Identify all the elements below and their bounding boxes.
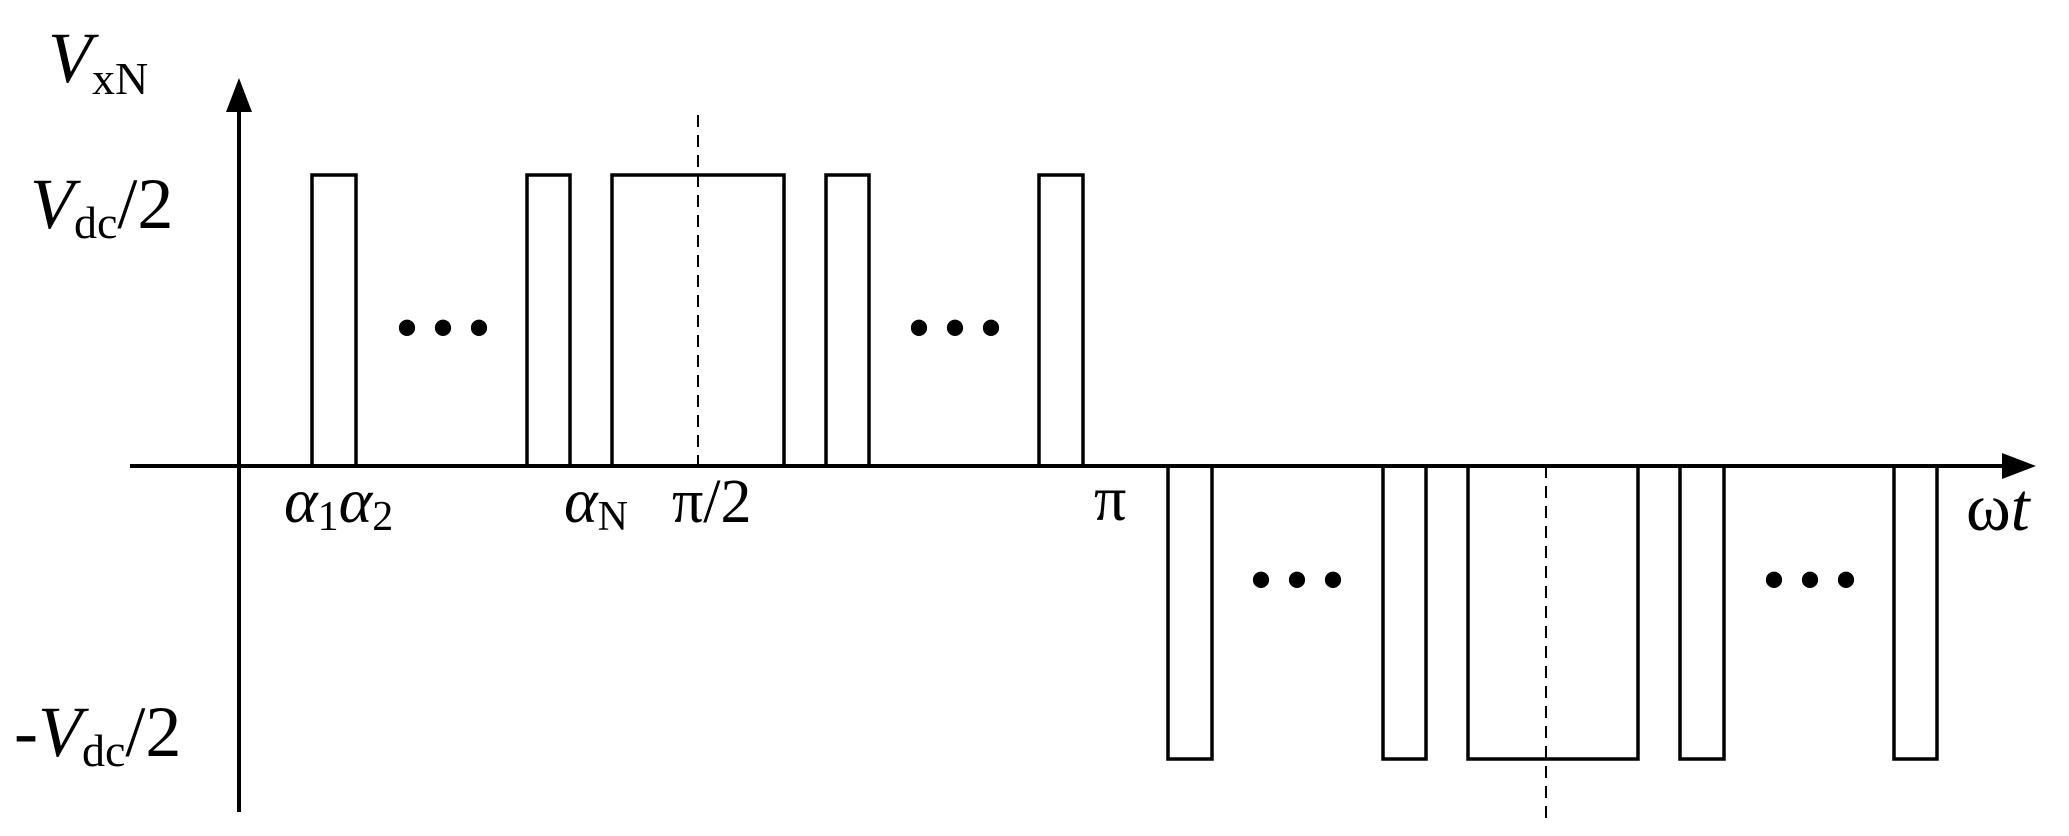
positive-pulse-1 — [310, 173, 358, 466]
alpha-n-subscript: N — [598, 494, 628, 540]
negative-pulse-1 — [1166, 466, 1214, 761]
positive-pulse-3 — [824, 173, 871, 466]
alpha-2-symbol: α — [339, 465, 374, 536]
x-axis-title-t: t — [2011, 469, 2032, 545]
upper-level-subscript: dc — [74, 197, 117, 248]
lower-level-suffix: /2 — [125, 692, 181, 772]
x-axis-title: ωt — [1966, 469, 2032, 545]
lower-level-prefix: - — [14, 692, 38, 772]
y-axis-title-subscript: xN — [92, 53, 148, 104]
alpha-1-subscript: 1 — [318, 494, 339, 540]
lower-level-symbol: V — [38, 692, 89, 772]
positive-pulse-train — [310, 173, 1085, 466]
negative-pulse-4 — [1892, 466, 1939, 761]
alpha-1-2-label: α1α2 — [284, 465, 393, 540]
alpha-2-subscript: 2 — [372, 494, 393, 540]
x-axis-title-omega: ω — [1966, 469, 2011, 545]
alpha-n-label: αN — [564, 465, 628, 540]
lower-level-label: -Vdc/2 — [14, 692, 181, 776]
x-axis-arrowhead — [2002, 453, 2036, 479]
positive-pulse-4 — [1037, 173, 1085, 466]
positive-pulse-center — [610, 173, 786, 466]
y-axis-title: VxN — [48, 18, 148, 104]
upper-level-label: Vdc/2 — [30, 164, 173, 248]
alpha-n-symbol: α — [564, 465, 599, 536]
negative-pulse-train — [1166, 466, 1939, 761]
y-axis-title-symbol: V — [48, 18, 99, 98]
half-pi-label: π/2 — [672, 468, 752, 536]
lower-level-subscript: dc — [82, 725, 125, 776]
pi-label: π — [1094, 463, 1126, 534]
negative-pulse-2 — [1381, 466, 1428, 761]
ellipsis-positive-1: • • • — [396, 295, 489, 361]
y-axis-arrowhead — [226, 78, 252, 112]
positive-pulse-2 — [525, 173, 572, 466]
upper-level-symbol: V — [30, 164, 81, 244]
ellipsis-negative-1: • • • — [1250, 547, 1343, 613]
ellipsis-positive-2: • • • — [908, 295, 1001, 361]
negative-pulse-center — [1466, 466, 1640, 761]
negative-pulse-3 — [1678, 466, 1726, 761]
axes — [130, 110, 2010, 812]
upper-level-suffix: /2 — [117, 164, 173, 244]
alpha-1-symbol: α — [284, 465, 319, 536]
ellipsis-negative-2: • • • — [1763, 547, 1856, 613]
